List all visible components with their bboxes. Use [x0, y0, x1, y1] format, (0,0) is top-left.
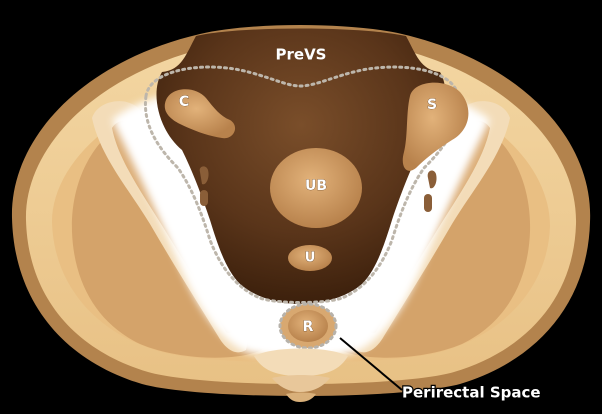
label-r: R	[303, 319, 314, 335]
label-prevs: PreVS	[276, 46, 327, 64]
label-u: U	[305, 251, 316, 266]
label-s: S	[427, 97, 437, 113]
label-c: C	[179, 94, 189, 110]
right-vessel-bar	[424, 194, 432, 212]
label-ub: UB	[305, 178, 327, 194]
left-vessel-bar	[200, 190, 208, 206]
label-perirectal-space: Perirectal Space	[402, 384, 541, 402]
